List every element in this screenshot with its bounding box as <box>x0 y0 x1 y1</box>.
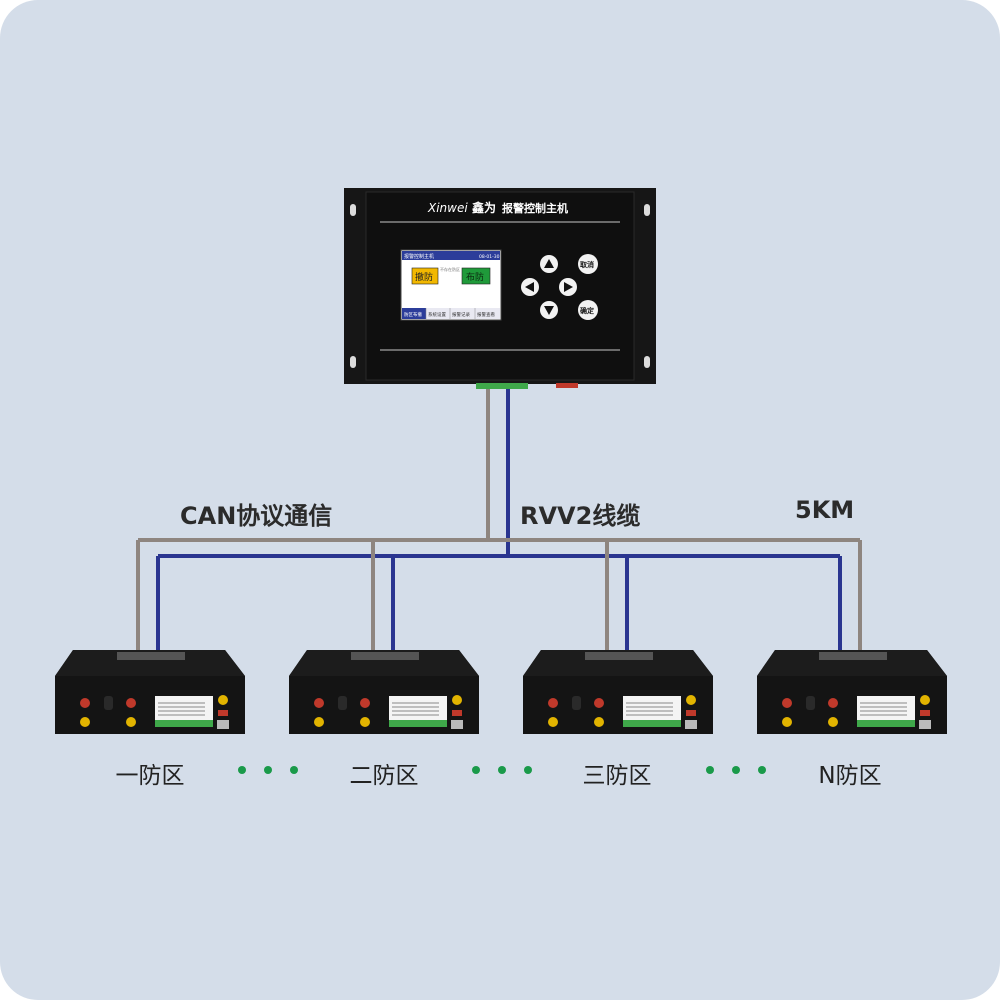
red-terminal <box>126 698 136 708</box>
arm-label: 布防 <box>466 271 484 283</box>
zone-label-3: 三防区 <box>582 763 652 789</box>
mount-slot <box>350 356 356 368</box>
yellow-connector <box>314 717 324 727</box>
zone-label-4: N防区 <box>818 763 882 789</box>
red-terminal <box>828 698 838 708</box>
protocol-label: CAN协议通信 <box>180 502 333 530</box>
zone-devices <box>55 650 947 734</box>
ellipsis-dots-1 <box>238 760 298 780</box>
controller-title: 报警控制主机 <box>502 201 568 215</box>
mount-slot <box>644 356 650 368</box>
arm-button[interactable] <box>461 267 491 285</box>
wires <box>136 384 862 652</box>
yellow-connector <box>782 717 792 727</box>
green-terminal-strip <box>155 720 213 727</box>
red-terminal <box>548 698 558 708</box>
ellipsis-dots-2 <box>472 760 532 780</box>
device-top <box>757 650 947 676</box>
zone-device-2 <box>289 650 479 734</box>
yellow-connector <box>594 717 604 727</box>
status-lamp <box>218 695 228 705</box>
zone-label-2: 二防区 <box>349 763 419 789</box>
terminal-block <box>476 383 528 389</box>
brand-cn: 鑫为 <box>471 200 496 215</box>
device-top <box>289 650 479 676</box>
switch-slot <box>572 696 581 710</box>
arrow-left-icon <box>525 282 534 292</box>
yellow-connector <box>360 717 370 727</box>
zone-device-4 <box>757 650 947 734</box>
screen-status: 不存在防区 <box>440 266 460 272</box>
zone-device-3 <box>523 650 713 734</box>
screen-tab-4[interactable]: 报警查看 <box>477 311 495 318</box>
label-plate <box>389 696 447 720</box>
red-terminal <box>782 698 792 708</box>
ellipsis-dots-3 <box>706 760 766 780</box>
screen-tab-3[interactable]: 报警记录 <box>452 311 470 318</box>
arrow-down-icon <box>544 306 554 315</box>
arrow-right-icon <box>564 282 573 292</box>
switch-slot <box>338 696 347 710</box>
device-top <box>55 650 245 676</box>
green-terminal-strip <box>623 720 681 727</box>
screen-tab-1[interactable]: 防区布撤 <box>404 311 422 318</box>
zone-device-1 <box>55 650 245 734</box>
green-terminal-strip <box>857 720 915 727</box>
arrow-up-icon <box>544 259 554 268</box>
yellow-connector <box>80 717 90 727</box>
confirm-key[interactable] <box>578 300 598 320</box>
lcd-screen: 报警控制主机 08-01-30 不存在防区 撤防 布防 防区布撤 系统设置 报警… <box>400 249 502 321</box>
label-plate <box>623 696 681 720</box>
fuse <box>920 710 930 716</box>
red-terminal <box>360 698 370 708</box>
keypad: 取消 确定 <box>521 254 598 320</box>
screen-tab-2[interactable]: 系统设置 <box>428 311 446 318</box>
disarm-label: 撤防 <box>415 271 433 283</box>
status-lamp <box>686 695 696 705</box>
switch-slot <box>104 696 113 710</box>
red-terminal <box>80 698 90 708</box>
cable-label: RVV2线缆 <box>520 502 641 530</box>
switch-slot <box>806 696 815 710</box>
yellow-connector <box>548 717 558 727</box>
fuse <box>218 710 228 716</box>
device-top <box>523 650 713 676</box>
device-display-strip <box>585 652 653 660</box>
status-lamp <box>452 695 462 705</box>
mount-slot <box>350 204 356 216</box>
disarm-button[interactable] <box>411 267 439 285</box>
ethernet-port <box>217 720 229 729</box>
alarm-controller: Xinwei 鑫为 报警控制主机 报警控制主机 08-01-30 不存在防区 撤… <box>344 188 656 389</box>
red-terminal <box>594 698 604 708</box>
confirm-key-label: 确定 <box>580 306 594 315</box>
device-display-strip <box>819 652 887 660</box>
mount-slot <box>644 204 650 216</box>
yellow-connector <box>126 717 136 727</box>
ethernet-port <box>919 720 931 729</box>
device-display-strip <box>351 652 419 660</box>
screen-header-left: 报警控制主机 <box>404 253 434 260</box>
power-connector <box>556 383 578 388</box>
fuse <box>686 710 696 716</box>
screen-header-right: 08-01-30 <box>479 254 500 260</box>
device-display-strip <box>117 652 185 660</box>
zone-label-1: 一防区 <box>115 763 185 789</box>
green-terminal-strip <box>389 720 447 727</box>
fuse <box>452 710 462 716</box>
distance-label: 5KM <box>795 496 855 524</box>
status-lamp <box>920 695 930 705</box>
label-plate <box>155 696 213 720</box>
cancel-key[interactable] <box>578 254 598 274</box>
ethernet-port <box>685 720 697 729</box>
cancel-key-label: 取消 <box>580 260 594 269</box>
ethernet-port <box>451 720 463 729</box>
yellow-connector <box>828 717 838 727</box>
label-plate <box>857 696 915 720</box>
brand-latin: Xinwei <box>427 201 468 215</box>
red-terminal <box>314 698 324 708</box>
